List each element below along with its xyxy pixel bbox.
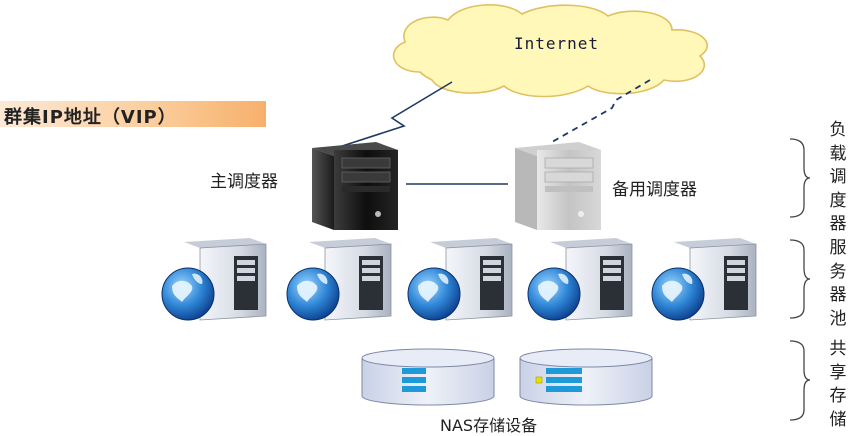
backup-scheduler-label: 备用调度器 bbox=[612, 180, 697, 200]
brace-icon bbox=[789, 340, 811, 421]
load-balancer-side-label: 负 载 调 度 器 bbox=[829, 120, 847, 234]
internet-link-backup bbox=[551, 79, 651, 143]
vip-label: 群集IP地址（VIP） bbox=[4, 107, 177, 128]
nas-storage-label: NAS存储设备 bbox=[440, 416, 538, 435]
storage-disk-icon bbox=[519, 348, 653, 406]
server-pool-side-label: 服 务 器 池 bbox=[829, 238, 847, 329]
primary-scheduler-label: 主调度器 bbox=[210, 172, 278, 192]
brace-icon bbox=[789, 239, 811, 319]
cloud-icon bbox=[392, 4, 708, 98]
web-server-icon bbox=[527, 238, 633, 321]
web-server-icon bbox=[651, 238, 757, 321]
internet-label: Internet bbox=[514, 34, 600, 53]
web-server-icon bbox=[407, 238, 513, 321]
vip-banner bbox=[0, 101, 266, 127]
server-pool bbox=[161, 238, 757, 321]
storage-disk-icon bbox=[361, 348, 495, 406]
web-server-icon bbox=[161, 238, 267, 321]
server-tower-icon bbox=[312, 142, 398, 230]
brace-icon bbox=[789, 138, 811, 218]
internet-link-primary bbox=[335, 81, 453, 149]
shared-storage-side-label: 共 享 存 储 bbox=[829, 339, 847, 430]
web-server-icon bbox=[286, 238, 392, 321]
server-tower-icon bbox=[515, 142, 601, 230]
